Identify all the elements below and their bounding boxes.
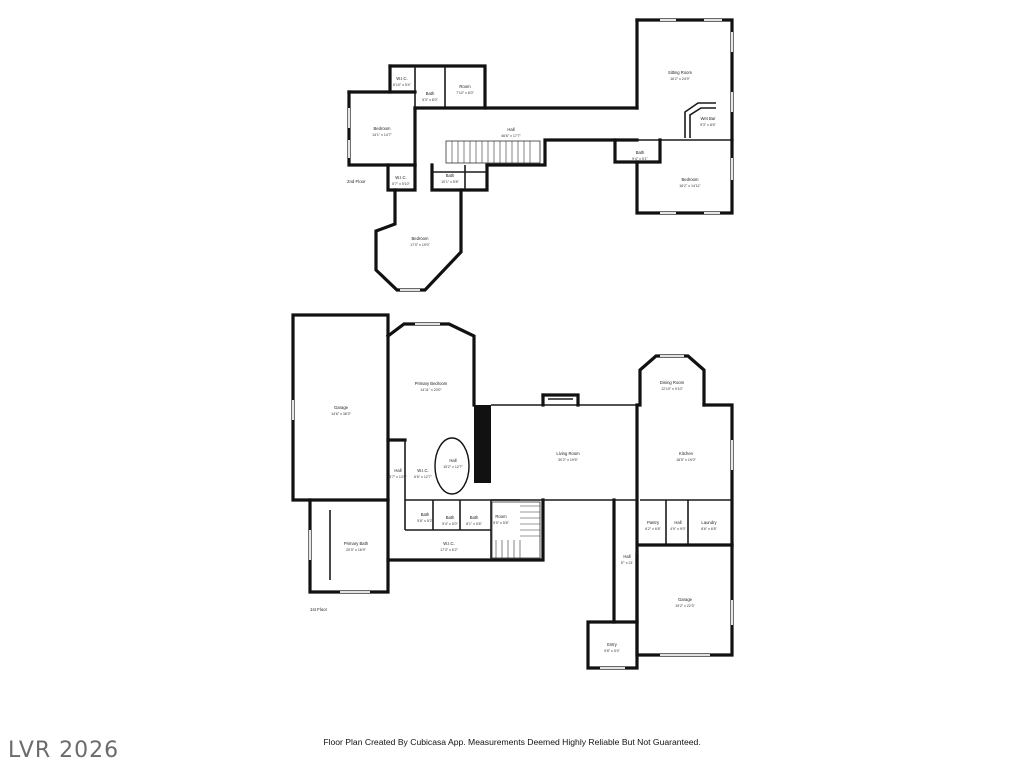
- room-name: Bath: [446, 173, 455, 178]
- room-name: W.I.C.: [395, 175, 406, 180]
- second-floor-walls: [347, 18, 734, 292]
- room-dim: 14'11" x 23'0": [420, 388, 442, 392]
- room-dim: 14'6" x 38'3": [331, 412, 351, 416]
- room-name: Room: [459, 84, 471, 89]
- room-dim: 18'5" x 19'0": [676, 458, 696, 462]
- room-name: Bath: [470, 515, 479, 520]
- room-name: Room: [495, 514, 507, 519]
- room-name: Bedroom: [412, 236, 430, 241]
- room-dim: 14'1" x 14'7": [372, 133, 392, 137]
- room-dim: 9'4" x 5'1": [632, 157, 648, 161]
- room-name: Bath: [636, 150, 645, 155]
- room-labels: 2nd Floor 1st Floor W.I.C. 6'10" x 5'4" …: [310, 70, 718, 653]
- first-floor-stairs: [491, 501, 541, 559]
- first-floor-label: 1st Floor: [310, 607, 328, 612]
- room-dim: 5'6" x 5'2": [417, 519, 433, 523]
- room-name: Pantry: [647, 520, 660, 525]
- room-dim: 5'" x 21': [621, 561, 634, 565]
- room-dim: 8'1" x 5'8": [466, 522, 482, 526]
- room-dim: 5'5" x 5'8": [493, 521, 509, 525]
- room-name: Primary Bedroom: [415, 381, 448, 386]
- room-name: Hall: [449, 458, 456, 463]
- room-dim: 15'2" x 12'7": [443, 465, 463, 469]
- room-name: Hall: [394, 468, 401, 473]
- room-dim: 19'2" x 22'3": [675, 604, 695, 608]
- room-name: Bath: [421, 512, 430, 517]
- disclaimer-text: Floor Plan Created By Cubicasa App. Meas…: [323, 737, 701, 747]
- second-floor-windows: [348, 19, 733, 291]
- room-name: Hall: [674, 520, 681, 525]
- room-name: Dining Room: [660, 380, 685, 385]
- room-name: Hall: [623, 554, 630, 559]
- room-dim: 4'9" x 9'0": [670, 527, 686, 531]
- second-floor-stairs: [445, 140, 541, 164]
- second-floor-label: 2nd Floor: [347, 179, 366, 184]
- room-dim: 3'7" x 13'6": [389, 475, 407, 479]
- room-dim: 7'10" x 8'0": [456, 91, 474, 95]
- room-dim: 5'4" x 5'0": [442, 522, 458, 526]
- room-dim: 9'3" x 8'6": [700, 123, 716, 127]
- room-dim: 6'6" x 12'7": [414, 475, 432, 479]
- room-name: Entry: [607, 642, 618, 647]
- room-dim: 17'3" x 6'2": [440, 548, 458, 552]
- first-floor-windows: [292, 323, 733, 669]
- first-floor-walls: [291, 313, 734, 670]
- room-dim: 5'7" x 5'10": [392, 182, 410, 186]
- room-dim: 16'2" x 14'11": [679, 184, 701, 188]
- room-dim: 16'2" x 24'9": [670, 77, 690, 81]
- room-name: W.I.C.: [396, 76, 407, 81]
- room-dim: 12'10" x 9'10": [661, 387, 683, 391]
- room-name: Hall: [507, 127, 514, 132]
- room-dim: 6'10" x 5'4": [393, 83, 411, 87]
- room-name: W.I.C.: [417, 468, 428, 473]
- room-dim: 6'2" x 6'8": [645, 527, 661, 531]
- room-dim: 5'3" x 8'0": [422, 98, 438, 102]
- room-name: Garage: [678, 597, 693, 602]
- mls-watermark: LVR 2026: [8, 738, 120, 763]
- room-name: Bedroom: [682, 177, 700, 182]
- room-name: Primary Bath: [344, 541, 369, 546]
- room-name: Bath: [426, 91, 435, 96]
- room-name: Bath: [446, 515, 455, 520]
- room-name: Kitchen: [679, 451, 694, 456]
- room-name: Sitting Room: [668, 70, 692, 75]
- room-dim: 20'0" x 16'9": [346, 548, 366, 552]
- room-dim: 10'1" x 5'8": [441, 180, 459, 184]
- room-dim: 9'8" x 5'4": [604, 649, 620, 653]
- room-name: Living Room: [556, 451, 580, 456]
- room-dim: 8'6" x 6'8": [701, 527, 717, 531]
- room-name: Garage: [334, 405, 349, 410]
- room-name: Bedroom: [374, 126, 392, 131]
- room-name: W.I.C.: [443, 541, 454, 546]
- room-name: Wet Bar: [700, 116, 716, 121]
- room-dim: 17'0" x 19'0": [410, 243, 430, 247]
- room-name: Laundry: [701, 520, 717, 525]
- room-dim: 30'2" x 19'5": [558, 458, 578, 462]
- room-dim: 46'6" x 17'7": [501, 134, 521, 138]
